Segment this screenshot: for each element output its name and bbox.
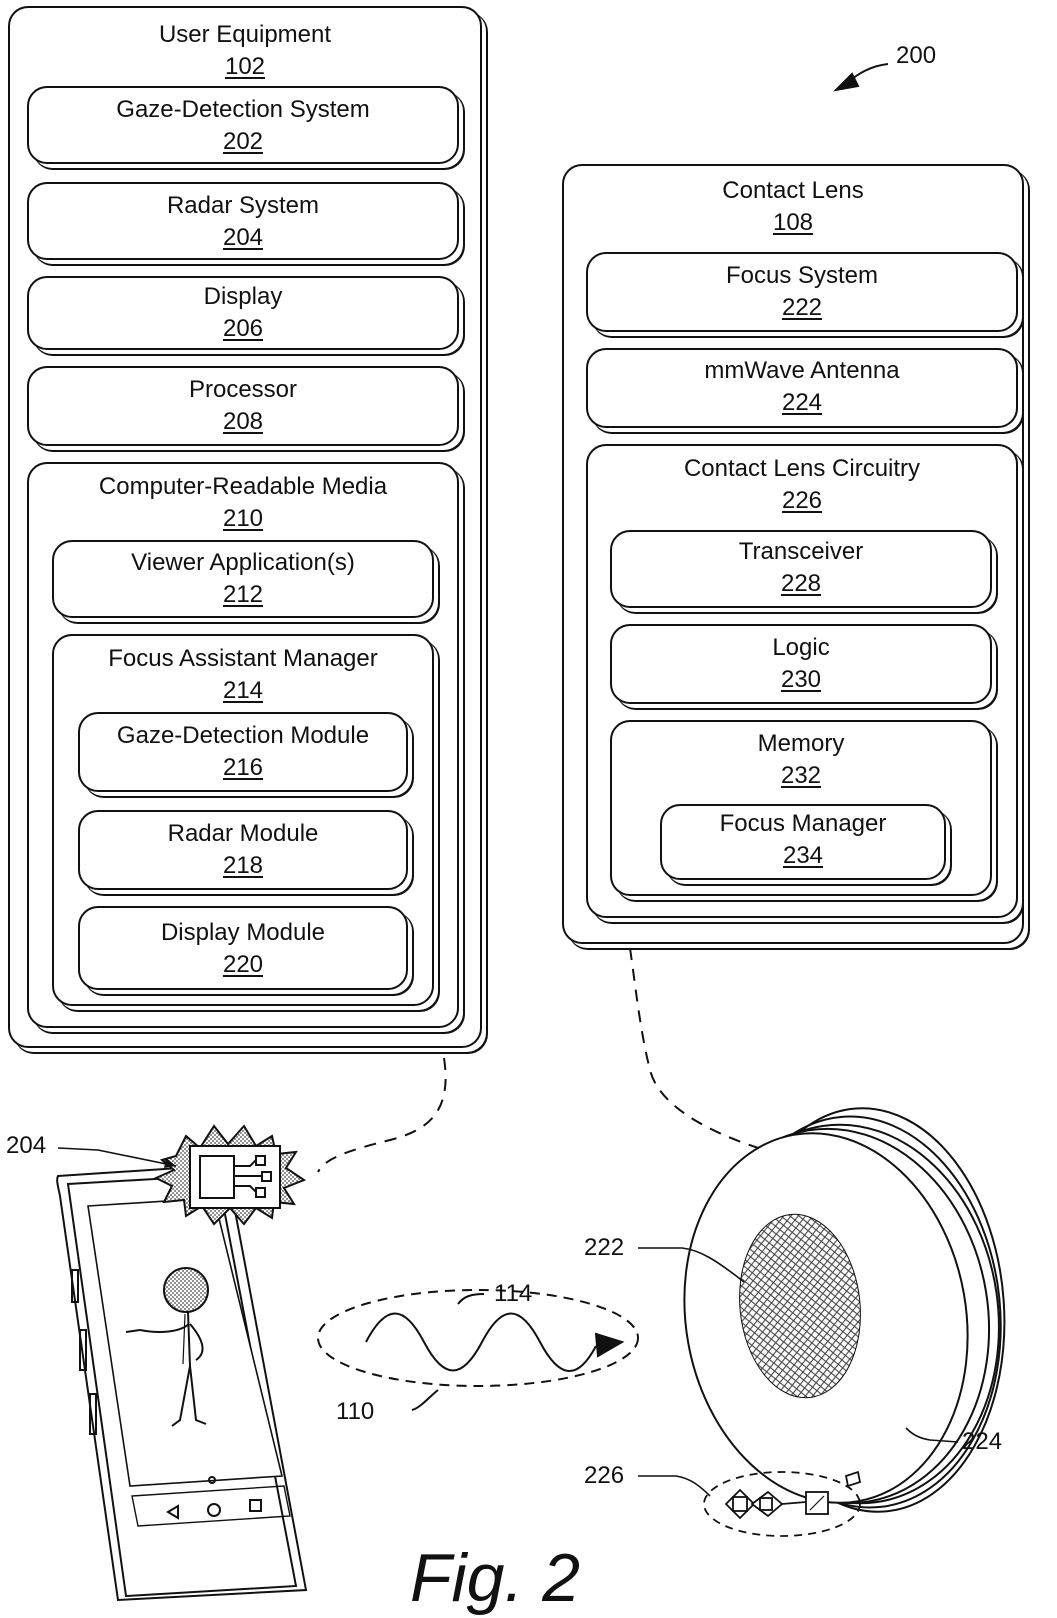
callout-wave: 114 [494,1280,533,1307]
display-box: Display 206 [27,276,459,350]
user-equipment-title: User Equipment [158,21,332,48]
user-equipment-number: 102 [224,53,266,80]
contact-lens-number: 108 [772,209,814,236]
radar-system-title: Radar System [166,192,320,219]
viewer-applications-number: 212 [222,581,264,608]
viewer-applications-box: Viewer Application(s) 212 [52,540,434,618]
focus-system-number: 222 [781,294,823,321]
circuitry-leader [638,1475,711,1497]
gaze-detection-system-title: Gaze-Detection System [116,96,370,123]
processor-box: Processor 208 [27,366,459,446]
wireless-link [317,1289,639,1411]
gaze-detection-system-number: 202 [222,128,264,155]
radar-system-box: Radar System 204 [27,182,459,260]
gaze-detection-module-box: Gaze-Detection Module 216 [78,712,408,792]
gaze-detection-module-number: 216 [222,754,264,781]
computer-readable-media-number: 210 [222,505,264,532]
radar-module-number: 218 [222,852,264,879]
processor-number: 208 [222,408,264,435]
gaze-detection-module-title: Gaze-Detection Module [116,722,370,749]
callout-radar-chip: 204 [6,1132,47,1159]
logic-title: Logic [772,634,830,661]
display-module-box: Display Module 220 [78,906,408,990]
focus-manager-title: Focus Manager [719,810,887,837]
lens-connector-line [629,947,801,1161]
display-module-title: Display Module [160,919,326,946]
display-number: 206 [222,315,264,342]
focus-manager-number: 234 [782,842,824,869]
callout-link: 110 [336,1398,375,1425]
focus-system-title: Focus System [725,262,879,289]
contact-lens-illustration [683,1107,1006,1513]
callout-antenna: 224 [962,1428,1003,1455]
viewer-applications-title: Viewer Application(s) [131,549,355,576]
memory-number: 232 [780,762,822,789]
radar-system-number: 204 [222,224,264,251]
person-figure [125,1267,209,1427]
focus-assistant-manager-title: Focus Assistant Manager [108,645,378,672]
callout-focus-area: 222 [584,1234,625,1261]
contact-lens-title: Contact Lens [722,177,864,204]
logic-box: Logic 230 [610,624,992,704]
transceiver-box: Transceiver 228 [610,530,992,608]
radar-module-title: Radar Module [167,820,319,847]
computer-readable-media-title: Computer-Readable Media [98,473,388,500]
transceiver-number: 228 [780,570,822,597]
focus-area-leader [638,1247,745,1283]
lens-circuitry-icon [703,1470,862,1537]
radar-chip-icon [153,1124,307,1226]
display-module-number: 220 [222,951,264,978]
radar-module-box: Radar Module 218 [78,810,408,890]
logic-number: 230 [780,666,822,693]
focus-system-box: Focus System 222 [586,252,1018,332]
radar-chip-leader [57,1147,177,1167]
antenna-leader [905,1427,959,1443]
focus-assistant-manager-number: 214 [222,677,264,704]
focus-manager-box: Focus Manager 234 [660,804,946,880]
phone-illustration [56,1164,308,1602]
mmwave-antenna-box: mmWave Antenna 224 [586,348,1018,428]
phone-connector-line [317,1057,447,1173]
memory-title: Memory [757,730,845,757]
processor-title: Processor [188,376,298,403]
mmwave-antenna-title: mmWave Antenna [704,357,900,384]
callout-circuitry: 226 [584,1462,625,1489]
contact-lens-circuitry-title: Contact Lens Circuitry [683,455,921,482]
gaze-detection-system-box: Gaze-Detection System 202 [27,86,459,164]
mmwave-antenna-number: 224 [781,389,823,416]
figure-ref-arrow [833,63,889,92]
figure-caption: Fig. 2 [410,1540,581,1616]
display-title: Display [203,283,283,310]
contact-lens-circuitry-number: 226 [781,487,823,514]
figure-ref-number: 200 [896,42,937,69]
transceiver-title: Transceiver [738,538,864,565]
